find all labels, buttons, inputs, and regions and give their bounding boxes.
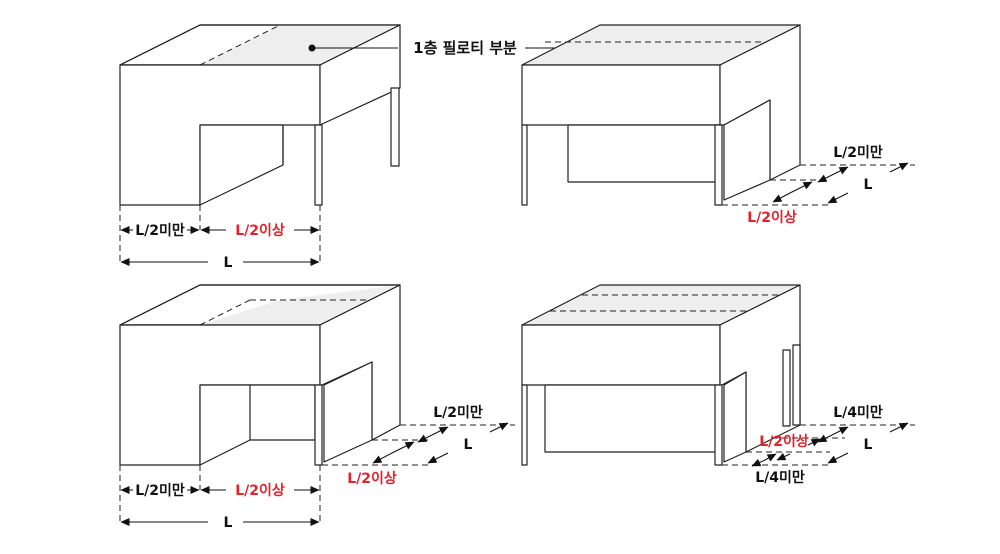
piloti-column: [714, 384, 723, 466]
ground-floor-core: [567, 124, 719, 183]
label-half-less: L/2미만: [135, 223, 185, 239]
piloti-column: [521, 124, 528, 206]
label-length: L: [224, 515, 233, 531]
label-length: L: [464, 437, 473, 453]
diagram-panel-2: L/2미만 L L/2이상: [521, 24, 915, 226]
diagram-panel-4: L/4미만 L L/2이상 L/4미만: [521, 284, 915, 486]
piloti-column: [521, 384, 528, 466]
ground-floor-core: [199, 124, 284, 206]
label-length: L: [224, 255, 233, 271]
side-opening: [723, 371, 747, 463]
label-half-more: L/2이상: [759, 433, 809, 450]
piloti-callout-label: 1층 필로티 부분: [413, 39, 517, 57]
label-length: L: [864, 177, 873, 193]
diagram-panel-3: L/2미만 L L/2이상 L/2미만 L/2이상 L: [119, 284, 515, 531]
building-front-wall: [521, 64, 721, 126]
piloti-roof-area: [522, 285, 800, 325]
piloti-column: [314, 124, 323, 206]
building-front-wall: [521, 324, 721, 386]
piloti-column: [792, 344, 801, 426]
label-half-more: L/2이상: [235, 222, 285, 239]
piloti-column: [714, 124, 723, 206]
building-side-wall: [319, 24, 401, 126]
ground-floor-core: [544, 384, 718, 453]
label-half-less: L/2미만: [135, 483, 185, 499]
label-half-less: L/2미만: [433, 405, 483, 421]
label-quarter-less: L/4미만: [833, 405, 883, 421]
label-half-more: L/2이상: [747, 209, 797, 226]
piloti-roof-area: [200, 25, 400, 65]
label-half-less: L/2미만: [833, 145, 883, 161]
label-half-more: L/2이상: [235, 482, 285, 499]
piloti-column: [782, 349, 791, 427]
label-half-more: L/2이상: [347, 470, 397, 487]
label-length: L: [864, 437, 873, 453]
piloti-roof-area: [200, 285, 400, 325]
piloti-roof-area: [522, 25, 800, 65]
piloti-column: [314, 384, 323, 466]
diagram-panel-1: L/2미만 L/2이상 L: [119, 24, 401, 271]
ground-floor-core: [199, 384, 316, 466]
label-quarter-less: L/4미만: [755, 470, 805, 486]
piloti-column: [390, 87, 400, 167]
